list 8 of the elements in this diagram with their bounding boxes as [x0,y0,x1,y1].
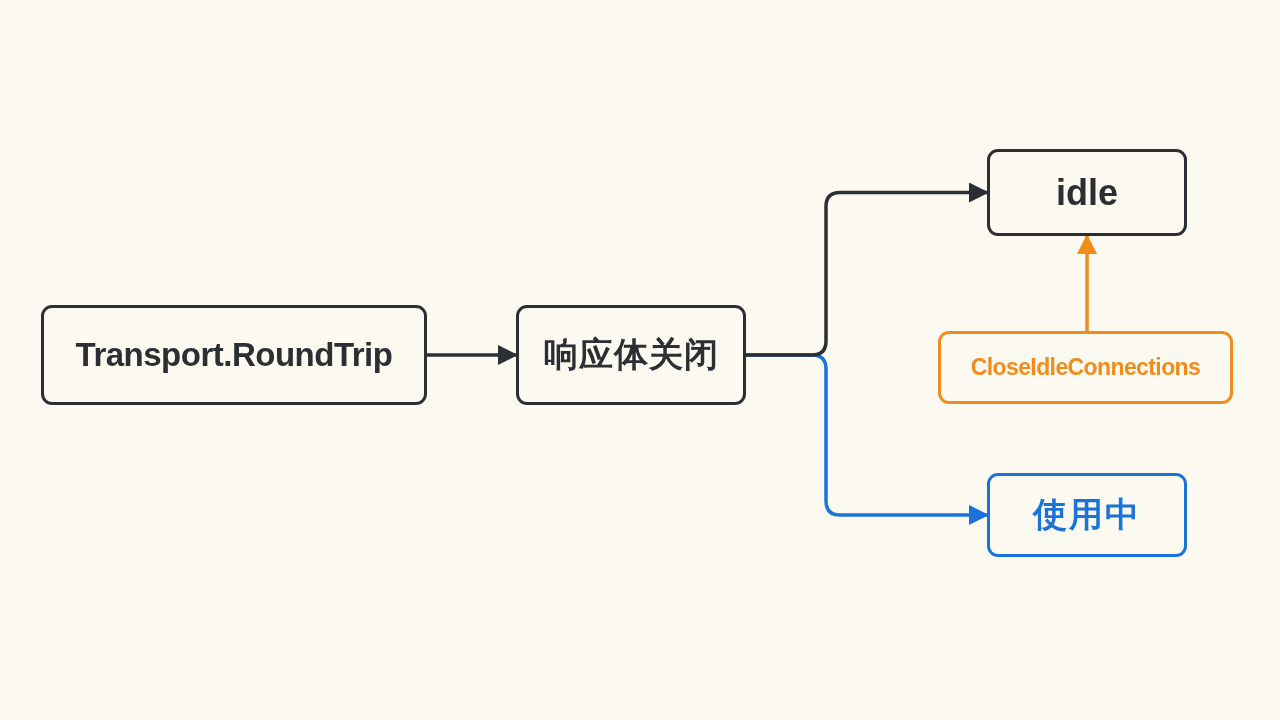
process-box: 响应体关闭 [516,305,746,405]
process-box: Transport.RoundTrip [41,305,427,405]
process-box: 使用中 [987,473,1187,557]
arrow [427,345,518,365]
process-box: CloseIdleConnections [938,331,1233,404]
process-box: idle [987,149,1187,236]
arrow [1077,234,1097,331]
arrow [746,182,989,357]
